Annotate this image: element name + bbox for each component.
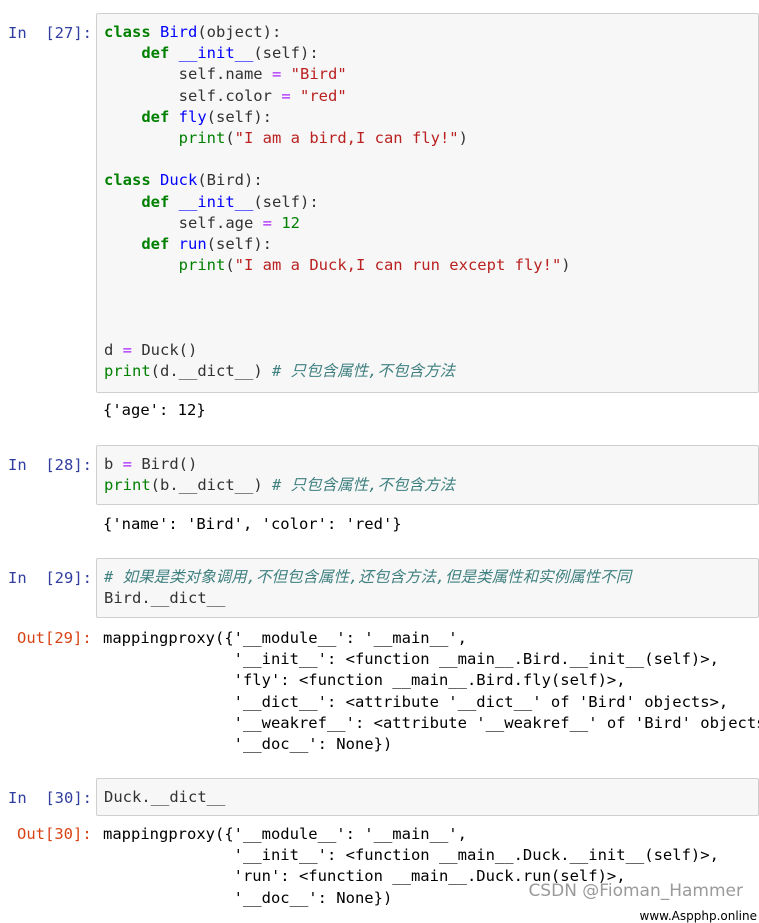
cell-output: {'name': 'Bird', 'color': 'red'} (103, 515, 402, 533)
input-prompt: In [30]: (8, 789, 92, 807)
cell-output: {'age': 12} (103, 401, 206, 419)
code-line: def __init__(self): (141, 44, 319, 63)
code-line: Bird.__dict__ (104, 589, 226, 608)
code-line: self.age = 12 (104, 213, 300, 232)
code-editor[interactable]: # 如果是类对象调用,不但包含属性,还包含方法,但是类属性和实例属性不同 Bir… (96, 558, 759, 618)
code-line (104, 319, 758, 340)
code-line: self.color = "red" (104, 86, 347, 105)
input-prompt: In [29]: (8, 569, 92, 587)
code-editor[interactable]: Duck.__dict__ (96, 778, 759, 816)
code-line: print(d.__dict__) # 只包含属性,不包含方法 (104, 362, 455, 380)
code-line: print("I am a Duck,I can run except fly!… (178, 256, 571, 275)
csdn-watermark: CSDN @Fioman_Hammer (528, 881, 743, 901)
code-line (104, 297, 758, 318)
code-line: def fly(self): (141, 107, 272, 126)
code-line: b = Bird() (104, 455, 198, 473)
input-prompt: In [28]: (8, 456, 92, 474)
code-line: print("I am a bird,I can fly!") (178, 128, 468, 147)
cell-output: mappingproxy({'__module__': '__main__', … (103, 825, 719, 907)
code-editor[interactable]: b = Bird() print(b.__dict__) # 只包含属性,不包含… (96, 445, 759, 505)
code-line: # 如果是类对象调用,不但包含属性,还包含方法,但是类属性和实例属性不同 (104, 568, 632, 586)
output-prompt: Out[29]: (17, 629, 92, 647)
code-line: d = Duck() (104, 340, 198, 359)
code-line (104, 149, 758, 170)
code-line (104, 276, 758, 297)
code-line: class Bird(object): (104, 23, 282, 41)
code-line: Duck.__dict__ (104, 788, 226, 806)
code-line: class Duck(Bird): (104, 171, 263, 190)
code-line: def __init__(self): (141, 192, 319, 211)
cell-output: mappingproxy({'__module__': '__main__', … (103, 629, 759, 754)
code-editor[interactable]: class Bird(object): def __init__(self): … (96, 13, 759, 393)
input-prompt: In [27]: (8, 24, 92, 42)
code-line: self.name = "Bird" (104, 65, 347, 84)
code-line: print(b.__dict__) # 只包含属性,不包含方法 (104, 476, 455, 495)
site-watermark: www.Aspphp.online (637, 909, 759, 923)
code-line: def run(self): (141, 234, 272, 253)
output-prompt: Out[30]: (17, 825, 92, 843)
